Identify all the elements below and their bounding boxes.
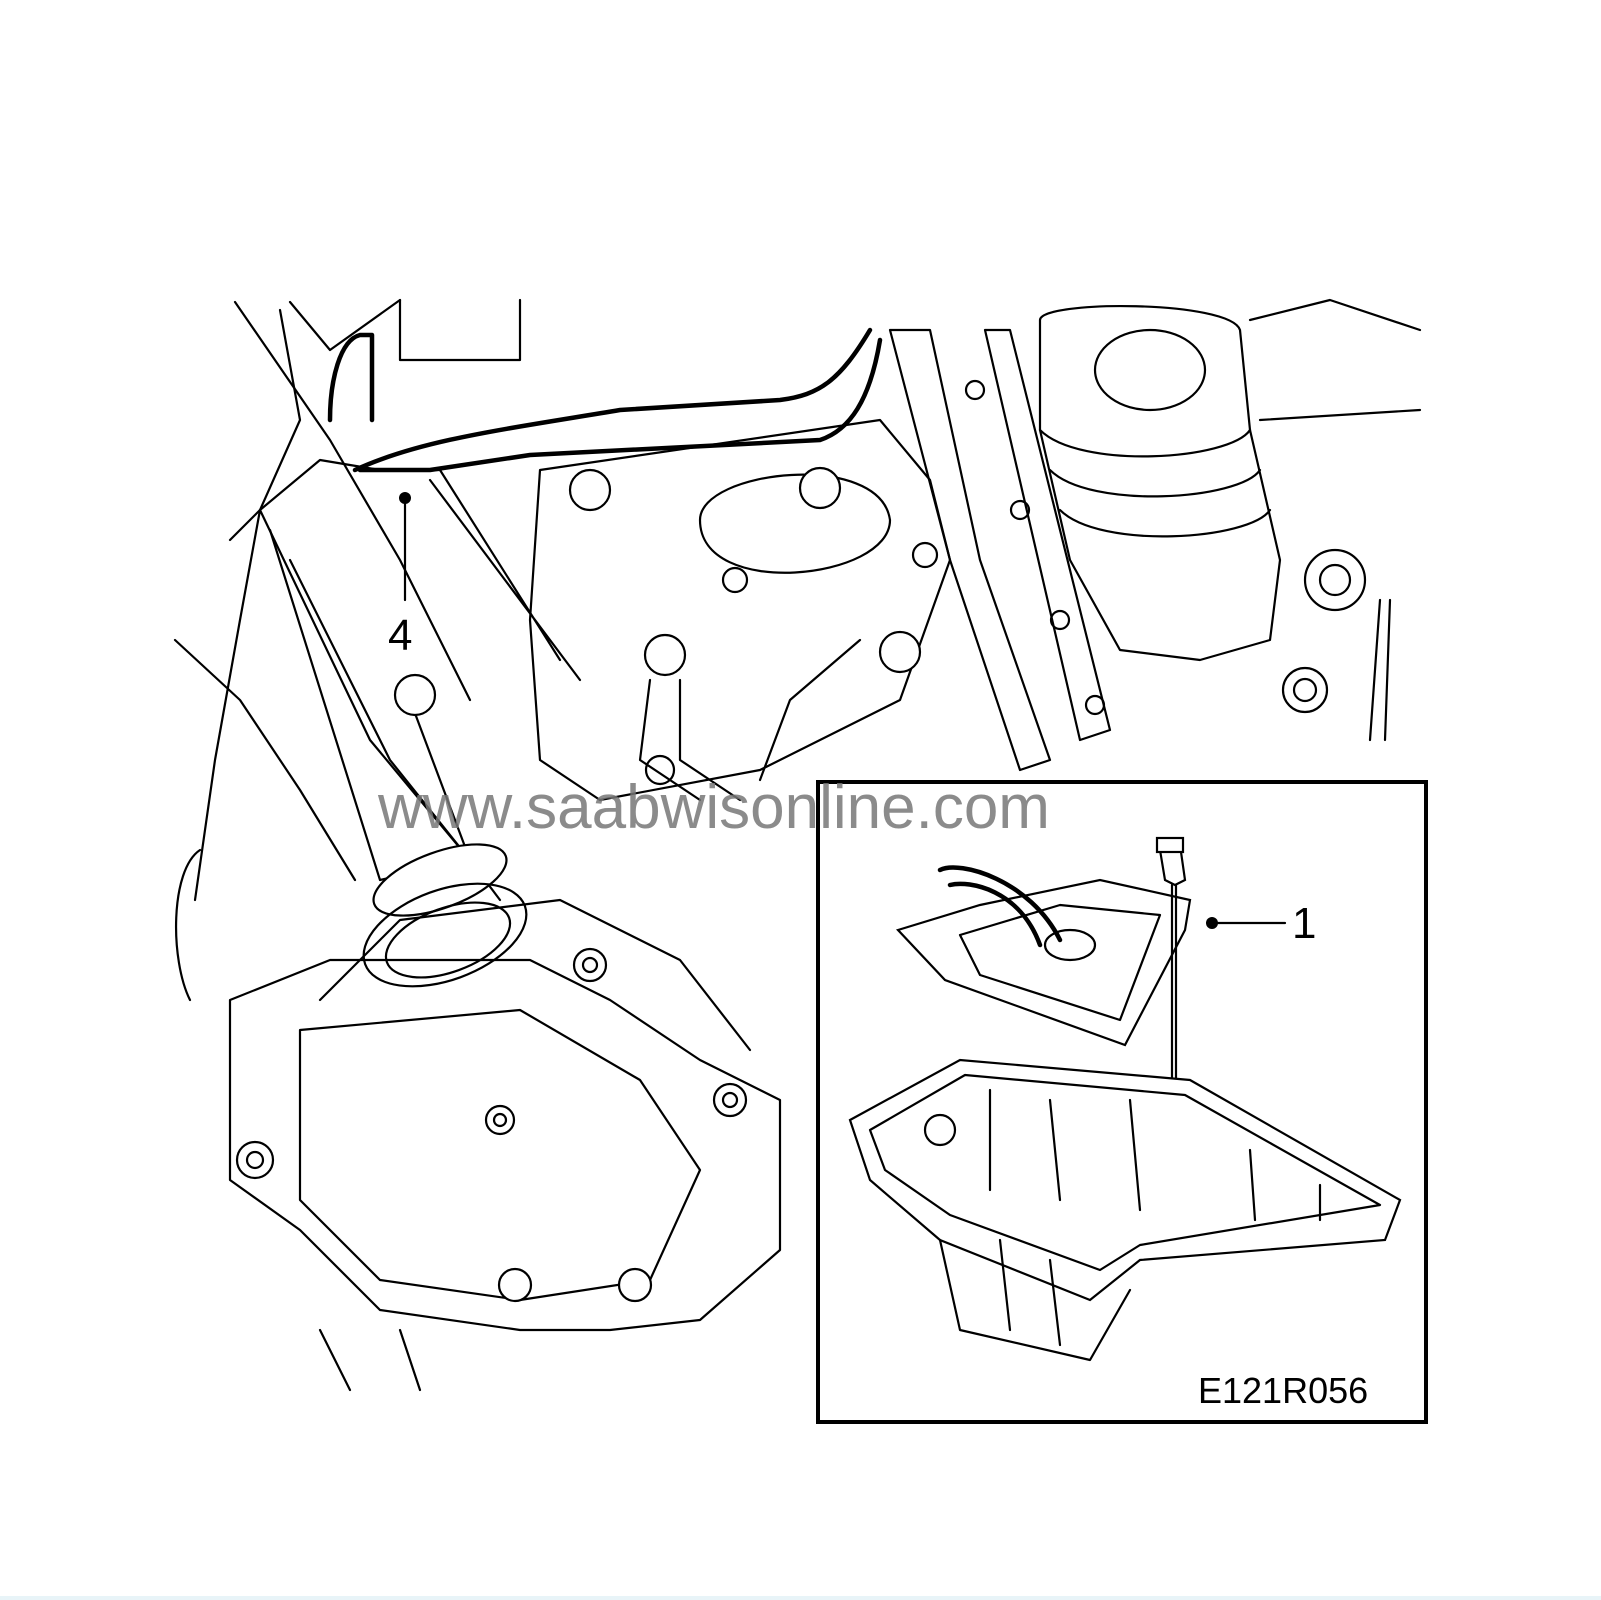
callout-4: 4	[388, 492, 412, 660]
bolts	[393, 466, 939, 786]
callout-1-label: 1	[1292, 899, 1316, 948]
engine-block-drawing	[173, 298, 1422, 1392]
watermark: www.saabwisonline.com	[377, 773, 1050, 842]
callout-4-label: 4	[388, 611, 412, 660]
bottom-strip	[0, 1596, 1601, 1600]
inset-oil-pan: 1 E121R056	[816, 780, 1428, 1424]
figure-code: E121R056	[1198, 1370, 1368, 1411]
